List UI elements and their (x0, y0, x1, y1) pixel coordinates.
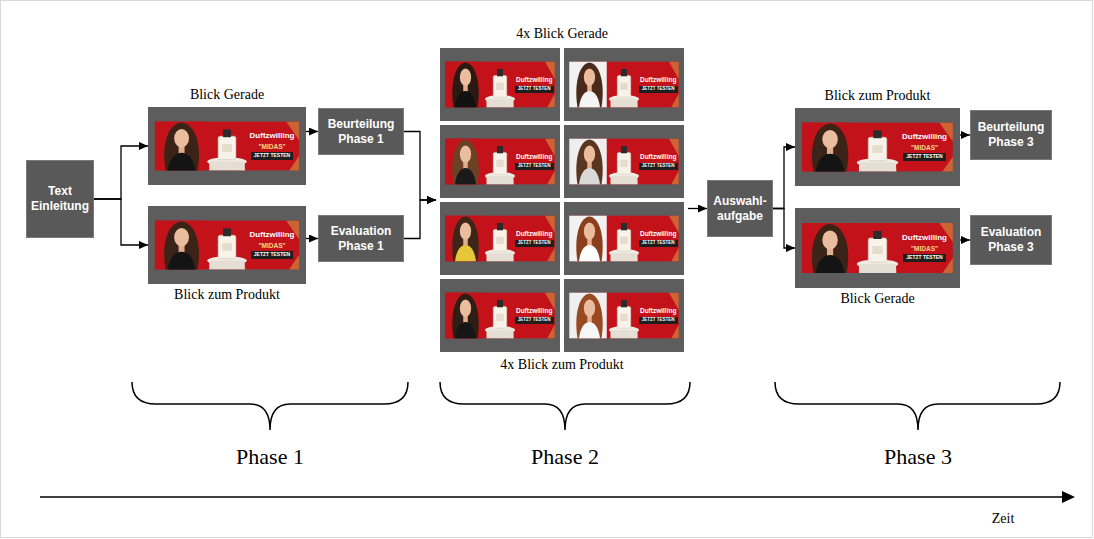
button-label: JETZT TESTEN (903, 153, 945, 161)
ad-banner-thumbnail: DuftzwillingJETZT TESTEN (564, 202, 684, 275)
product-name: "MIDAS" (911, 144, 938, 151)
phase-label: Phase 3 (884, 444, 952, 470)
axis-label: Zeit (992, 511, 1015, 527)
ad-text-area: DuftzwillingJETZT TESTEN (637, 140, 679, 184)
ad-banner: Blick GeradeDuftzwilling"MIDAS"JETZT TES… (148, 107, 306, 185)
ad-banner-thumbnail: DuftzwillingJETZT TESTEN (564, 279, 684, 352)
flow-arrow (306, 238, 318, 239)
ad-banner: Blick zum ProduktDuftzwilling"MIDAS"JETZ… (795, 108, 960, 186)
box-label: Beurteilung Phase 1 (324, 117, 398, 147)
flow-arrow (960, 134, 970, 135)
ad-text-area: DuftzwillingJETZT TESTEN (637, 63, 679, 107)
ad-illustration (440, 202, 560, 275)
group-caption: 4x Blick Gerade (516, 26, 608, 43)
ad-banner: Blick GeradeDuftzwilling"MIDAS"JETZT TES… (795, 208, 960, 288)
stimulus-group: 4x Blick Gerade4x Blick zum ProduktDuftz… (436, 46, 688, 354)
ad-banner-thumbnail: DuftzwillingJETZT TESTEN (440, 202, 560, 275)
flow-arrow (960, 239, 970, 240)
flow-arrow (404, 132, 436, 201)
process-box: Beurteilung Phase 3 (970, 110, 1052, 160)
ad-banner-thumbnail: DuftzwillingJETZT TESTEN (564, 48, 684, 121)
phase-label: Phase 2 (531, 444, 599, 470)
image-caption: Blick zum Produkt (174, 287, 280, 304)
ad-text-area: Duftzwilling "MIDAS" JETZT TESTEN (896, 224, 954, 272)
flow-arrow (94, 199, 148, 245)
ad-headline: Duftzwilling (902, 234, 947, 243)
ad-headline: Duftzwilling (902, 133, 947, 142)
ad-banner-thumbnail: DuftzwillingJETZT TESTEN (440, 279, 560, 352)
image-caption: Blick Gerade (840, 291, 914, 308)
product-name: "MIDAS" (911, 245, 938, 252)
button-label: JETZT TESTEN (639, 317, 678, 324)
ad-banner-thumbnail: DuftzwillingJETZT TESTEN (440, 48, 560, 121)
ad-headline: Duftzwilling (640, 307, 676, 314)
button-label: JETZT TESTEN (903, 254, 945, 262)
box-label: Auswahl- aufgabe (713, 194, 767, 224)
ad-headline: Duftzwilling (516, 153, 552, 160)
ad-headline: Duftzwilling (250, 132, 295, 141)
ad-headline: Duftzwilling (640, 76, 676, 83)
ad-banner-thumbnail: DuftzwillingJETZT TESTEN (564, 125, 684, 198)
ad-illustration (440, 48, 560, 121)
image-caption: Blick Gerade (190, 87, 264, 104)
ad-illustration (564, 125, 684, 198)
box-label: Evaluation Phase 1 (324, 224, 398, 254)
flow-arrow (404, 200, 436, 239)
image-caption: Blick zum Produkt (825, 88, 931, 105)
product-name: "MIDAS" (258, 242, 285, 249)
ad-text-area: DuftzwillingJETZT TESTEN (637, 294, 679, 338)
phase-brace (132, 382, 1060, 430)
button-label: JETZT TESTEN (251, 251, 293, 259)
button-label: JETZT TESTEN (639, 240, 678, 247)
button-label: JETZT TESTEN (251, 152, 293, 160)
ad-headline: Duftzwilling (516, 230, 552, 237)
flow-arrow (773, 147, 795, 209)
button-label: JETZT TESTEN (515, 163, 554, 170)
process-box: Evaluation Phase 3 (970, 215, 1052, 265)
ad-headline: Duftzwilling (640, 230, 676, 237)
ad-illustration (564, 48, 684, 121)
ad-text-area: DuftzwillingJETZT TESTEN (513, 63, 555, 107)
flow-arrow (688, 208, 707, 209)
button-label: JETZT TESTEN (515, 86, 554, 93)
button-label: JETZT TESTEN (639, 86, 678, 93)
ad-text-area: Duftzwilling "MIDAS" JETZT TESTEN (244, 123, 299, 170)
time-axis (40, 496, 1064, 498)
process-box: Beurteilung Phase 1 (318, 108, 404, 155)
flow-arrow (94, 146, 148, 199)
ad-banner-thumbnail: DuftzwillingJETZT TESTEN (440, 125, 560, 198)
product-name: "MIDAS" (258, 143, 285, 150)
ad-headline: Duftzwilling (516, 76, 552, 83)
ad-text-area: DuftzwillingJETZT TESTEN (637, 217, 679, 261)
flow-arrow (773, 209, 795, 249)
ad-text-area: DuftzwillingJETZT TESTEN (513, 140, 555, 184)
ad-illustration (564, 202, 684, 275)
ad-illustration (440, 279, 560, 352)
process-box: Evaluation Phase 1 (318, 215, 404, 262)
ad-headline: Duftzwilling (640, 153, 676, 160)
ad-illustration (564, 279, 684, 352)
group-caption: 4x Blick zum Produkt (500, 357, 623, 374)
ad-text-area: DuftzwillingJETZT TESTEN (513, 217, 555, 261)
button-label: JETZT TESTEN (639, 163, 678, 170)
time-arrowhead (1062, 491, 1075, 503)
ad-text-area: Duftzwilling "MIDAS" JETZT TESTEN (896, 124, 954, 171)
flow-arrow (306, 131, 318, 132)
box-label: Beurteilung Phase 3 (976, 120, 1046, 150)
ad-headline: Duftzwilling (250, 231, 295, 240)
button-label: JETZT TESTEN (515, 240, 554, 247)
ad-banner: Blick zum ProduktDuftzwilling"MIDAS"JETZ… (148, 206, 306, 284)
box-label: Text Einleitung (31, 184, 89, 214)
box-label: Evaluation Phase 3 (976, 225, 1046, 255)
phase-label: Phase 1 (236, 444, 304, 470)
ad-text-area: Duftzwilling "MIDAS" JETZT TESTEN (244, 222, 299, 269)
process-box: Text Einleitung (26, 160, 94, 238)
ad-text-area: DuftzwillingJETZT TESTEN (513, 294, 555, 338)
button-label: JETZT TESTEN (515, 317, 554, 324)
ad-illustration (440, 125, 560, 198)
ad-headline: Duftzwilling (516, 307, 552, 314)
process-box: Auswahl- aufgabe (707, 180, 773, 237)
